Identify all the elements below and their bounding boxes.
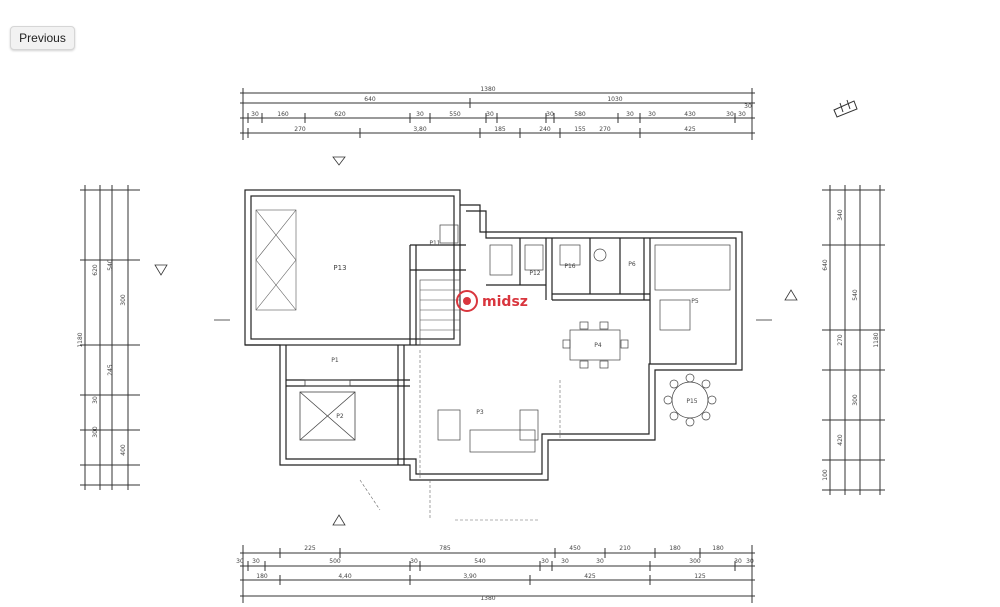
previous-button[interactable]: Previous <box>10 26 75 50</box>
dim-bot-r2-0: 30 <box>236 558 244 565</box>
dim-bot-r2-8: 300 <box>689 558 701 565</box>
dim-top-r3-0: 270 <box>294 126 306 133</box>
room-label-p3: P3 <box>476 409 484 416</box>
north-arrow-icon <box>833 99 858 118</box>
dim-top-r3-4: 155 <box>574 126 586 133</box>
dim-left-0: 620 <box>92 264 99 276</box>
dim-top-r2-13: 30 <box>744 103 752 110</box>
room-label-p4: P4 <box>594 342 602 349</box>
dim-top-1: 640 <box>364 96 376 103</box>
dim-bot-r1-3: 210 <box>619 545 631 552</box>
room-label-p11: P11 <box>429 240 440 247</box>
dim-bot-r1-1: 785 <box>439 545 451 552</box>
watermark-logo-text: midsz <box>482 294 528 310</box>
room-label-p16: P16 <box>564 263 575 270</box>
dim-top-r2-5: 30 <box>486 111 494 118</box>
dim-right-5: 420 <box>837 434 844 446</box>
dim-bot-outer: 1380 <box>480 595 495 602</box>
dim-top-r2-3: 30 <box>416 111 424 118</box>
dim-bot-r2-3: 30 <box>410 558 418 565</box>
dim-left-2: 300 <box>120 294 127 306</box>
dim-right-1: 540 <box>852 289 859 301</box>
room-label-p15: P15 <box>686 398 697 405</box>
dim-bot-r3-0: 180 <box>256 573 268 580</box>
dim-top-r3-2: 185 <box>494 126 506 133</box>
dim-top-r3-5: 270 <box>599 126 611 133</box>
dim-bot-r2-5: 30 <box>541 558 549 565</box>
dim-top-r2-2: 620 <box>334 111 346 118</box>
dim-left-4: 300 <box>92 426 99 438</box>
dim-bot-r1-0: 225 <box>304 545 316 552</box>
dim-left-3: 245 <box>107 364 114 376</box>
dim-bot-r1-4: 180 <box>669 545 681 552</box>
room-label-p13: P13 <box>333 264 346 272</box>
dim-left-6: 400 <box>120 444 127 456</box>
dim-bot-r3-3: 425 <box>584 573 596 580</box>
room-label-p5: P5 <box>691 298 699 305</box>
dim-right-3: 640 <box>822 259 829 271</box>
dim-bot-r2-7: 30 <box>596 558 604 565</box>
dim-top-r2-0: 30 <box>251 111 259 118</box>
room-label-p1: P1 <box>331 357 339 364</box>
room-label-p2: P2 <box>336 413 344 420</box>
dim-top-r3-3: 240 <box>539 126 551 133</box>
dim-top-r2-10: 430 <box>684 111 696 118</box>
dim-top-r2-12: 30 <box>738 111 746 118</box>
dim-bot-r3-1: 4,40 <box>338 573 352 580</box>
dim-top-r3-6: 425 <box>684 126 696 133</box>
watermark-logo: midsz <box>456 290 528 312</box>
room-label-p12: P12 <box>529 270 540 277</box>
dim-bot-r1-5: 180 <box>712 545 724 552</box>
dim-right-6: 100 <box>822 469 829 481</box>
dim-left-1: 540 <box>107 259 114 271</box>
room-label-p6: P6 <box>628 261 636 268</box>
dim-top-r2-8: 30 <box>626 111 634 118</box>
dim-bot-r2-4: 540 <box>474 558 486 565</box>
dim-top-r2-1: 160 <box>277 111 289 118</box>
dim-right-2: 270 <box>837 334 844 346</box>
dim-top-r2-7: 580 <box>574 111 586 118</box>
dim-bot-r2-10: 30 <box>746 558 754 565</box>
dim-right-outer: 1180 <box>873 332 880 347</box>
dim-top-r2-11: 30 <box>726 111 734 118</box>
dim-top-2: 1030 <box>607 96 622 103</box>
dim-top-r2-9: 30 <box>648 111 656 118</box>
dim-top-r2-6: 30 <box>546 111 554 118</box>
dim-left-outer: 1180 <box>77 332 84 347</box>
dim-bot-r2-2: 500 <box>329 558 341 565</box>
dim-right-4: 300 <box>852 394 859 406</box>
dim-bot-r2-1: 30 <box>252 558 260 565</box>
dim-bot-r1-2: 450 <box>569 545 581 552</box>
dim-left-5: 30 <box>92 396 99 404</box>
dim-top-r2-4: 550 <box>449 111 461 118</box>
dim-bot-r3-4: 125 <box>694 573 706 580</box>
dim-bot-r2-6: 30 <box>561 558 569 565</box>
dim-top-outer: 1380 <box>480 86 495 93</box>
dim-bot-r3-2: 3,90 <box>463 573 477 580</box>
dim-top-r3-1: 3,80 <box>413 126 427 133</box>
dim-bot-r2-9: 30 <box>734 558 742 565</box>
dim-right-0: 340 <box>837 209 844 221</box>
